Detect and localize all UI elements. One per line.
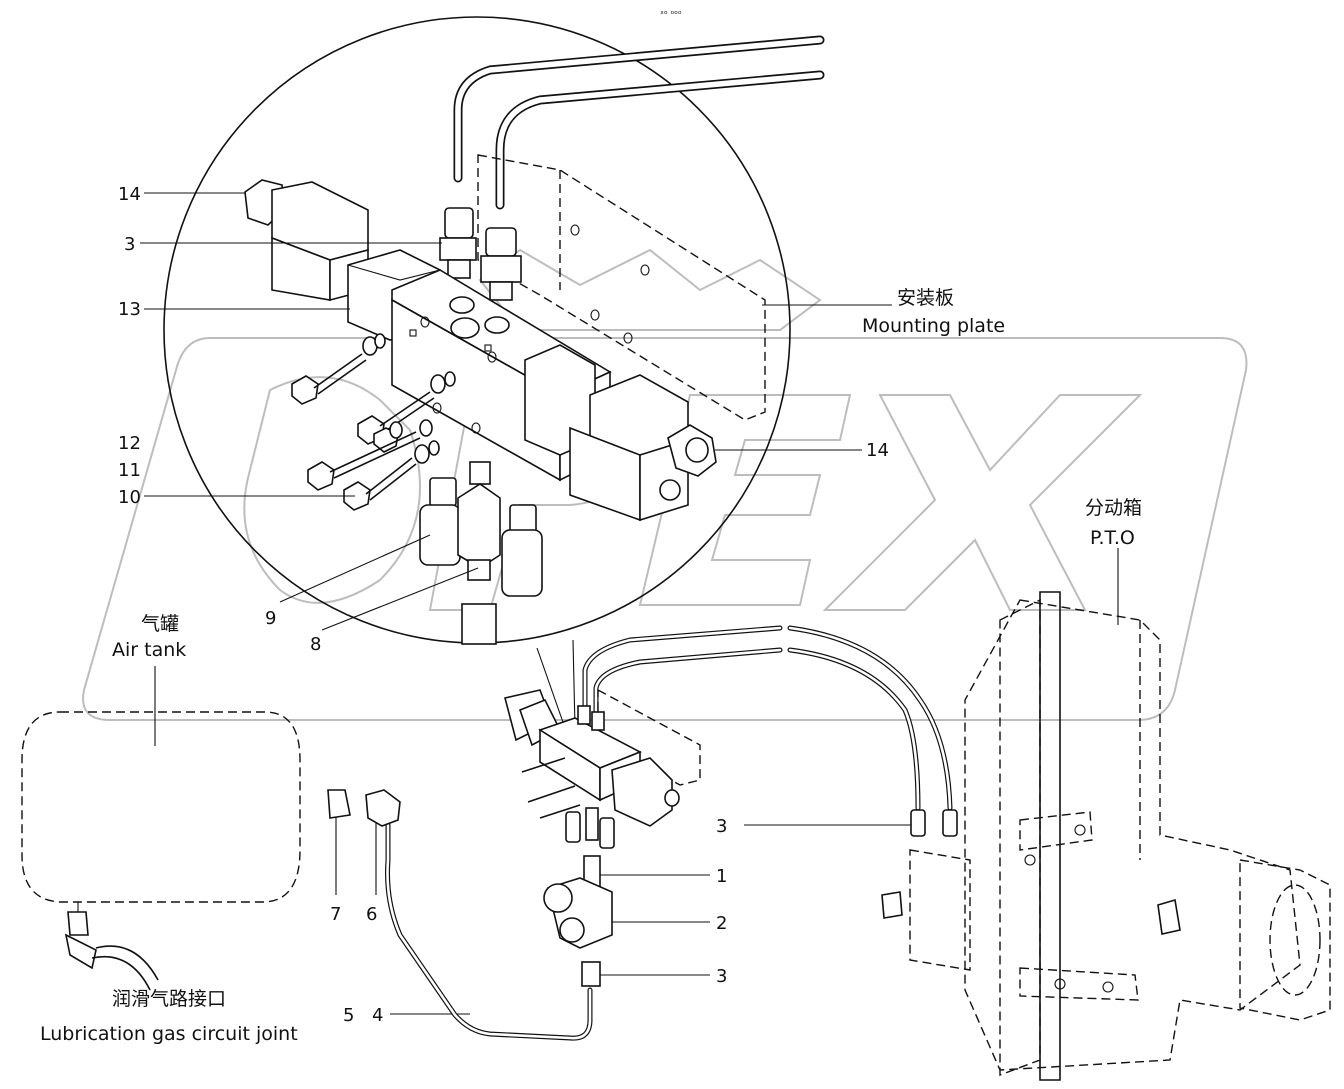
leader-lines <box>140 192 1119 1015</box>
callout-2: 2 <box>716 913 727 934</box>
pto-cn-label: 分动箱 <box>1085 497 1142 519</box>
callout-4: 4 <box>372 1005 383 1026</box>
callout-10: 10 <box>118 487 141 508</box>
overview-valve <box>327 625 783 1041</box>
detail-view <box>163 16 825 645</box>
callout-9: 9 <box>265 608 276 629</box>
callout-12: 12 <box>118 433 141 454</box>
air-tank-en-label: Air tank <box>112 639 186 661</box>
callout-numbers: 14 3 13 12 11 10 14 9 8 3 1 2 3 7 6 5 4 <box>118 184 889 1026</box>
lube-joint-en-label: Lubrication gas circuit joint <box>40 1023 298 1045</box>
lube-joint-cn-label: 润滑气路接口 <box>112 988 226 1010</box>
bolts-and-washers <box>291 333 456 511</box>
callout-13: 13 <box>118 299 141 320</box>
air-tank-cn-label: 气罐 <box>141 613 179 635</box>
mounting-plate-en-label: Mounting plate <box>862 315 1005 337</box>
callout-3-mid: 3 <box>716 816 727 837</box>
mounting-plate-cn-label: 安装板 <box>897 287 954 309</box>
callout-3-low: 3 <box>716 966 727 987</box>
pto-gearbox <box>787 591 1331 1081</box>
callout-6: 6 <box>366 904 377 925</box>
header-mark: ₓₒ ₒₒₒ <box>660 7 682 17</box>
callout-5: 5 <box>343 1005 354 1026</box>
callout-14-top: 14 <box>118 184 141 205</box>
callout-1: 1 <box>716 866 727 887</box>
labels: 安装板 Mounting plate 分动箱 P.T.O 气罐 Air tank… <box>40 287 1142 1045</box>
top-fittings <box>439 207 522 301</box>
callout-14-right: 14 <box>866 440 889 461</box>
callout-8: 8 <box>310 634 321 655</box>
pto-en-label: P.T.O <box>1090 527 1135 549</box>
right-solenoid <box>569 374 717 522</box>
air-tank <box>21 711 301 991</box>
callout-7: 7 <box>330 904 341 925</box>
lower-fittings <box>419 461 543 645</box>
detail-hoses <box>453 35 825 210</box>
callout-11: 11 <box>118 460 141 481</box>
callout-3-top: 3 <box>124 234 135 255</box>
